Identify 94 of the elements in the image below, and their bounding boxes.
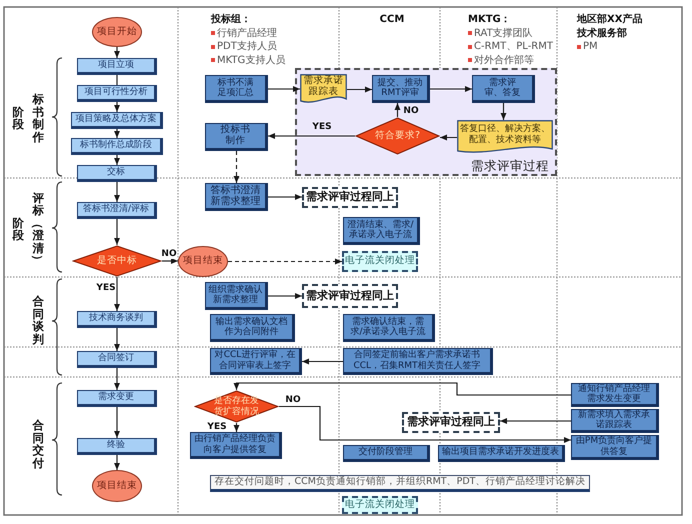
- terminal-ellipse: 项目开始: [92, 17, 142, 47]
- arrow: [162, 258, 178, 264]
- process-box: 标书不满足项汇总: [205, 75, 268, 103]
- arrow: [430, 86, 472, 92]
- lane-title: CCM: [380, 13, 404, 26]
- lane-title: MKTG：: [468, 13, 511, 26]
- decision-diamond: 符合要求?: [355, 117, 440, 155]
- document-shape: 需求承诺跟踪表: [300, 74, 347, 105]
- process-box: 合同签订: [77, 351, 157, 368]
- process-box: 输出项目需求承诺开发进度表: [438, 445, 565, 462]
- process-box: 项目策略及总体方案: [71, 112, 163, 129]
- process-box: 交付阶段管理: [343, 445, 430, 462]
- arrow: [302, 358, 343, 364]
- arrow: [234, 423, 240, 432]
- process-box: 投标书制作: [205, 123, 268, 151]
- edge-label: NO: [284, 395, 302, 405]
- process-region: [295, 68, 557, 176]
- lane-title: 地区部XX产品: [577, 13, 642, 26]
- list-item: 对外合作部等: [474, 54, 534, 66]
- process-box: 由PM负责向客户提供答复: [571, 435, 659, 460]
- list-item: PDT支持人员: [217, 40, 277, 53]
- arrow: [347, 86, 372, 92]
- arrow: [500, 103, 506, 120]
- dashed-box: 需求评审过程同上: [302, 187, 398, 208]
- arrow: [114, 328, 120, 351]
- list-item: 行销产品经理: [217, 26, 277, 40]
- lane-title: 技术服务部: [577, 26, 627, 40]
- arrow: [234, 151, 240, 183]
- list-item: C-RMT、PL-RMT: [474, 40, 553, 53]
- process-box: 项目可行性分析: [77, 85, 157, 102]
- terminal-ellipse: 项目结束: [178, 246, 228, 277]
- arrow: [268, 194, 302, 200]
- process-box: 对CCL进行评审，在合同评审表上签字: [210, 348, 302, 375]
- process-box: 组织需求确认新需求整理: [205, 282, 268, 310]
- arrow: [114, 455, 120, 470]
- process-box: 标书制作总成阶段: [71, 138, 163, 155]
- arrow: [394, 103, 400, 117]
- arrow: [268, 133, 355, 139]
- document-shape: 答复口径、解决方案、配置、技术资料等: [457, 120, 553, 155]
- process-box: 提交、推动RMT评审: [372, 75, 430, 103]
- process-box: 输出需求确认文档作为合同附件: [210, 314, 295, 342]
- process-box: 交标: [77, 165, 157, 182]
- arrow: [114, 219, 120, 245]
- arrow: [234, 382, 571, 396]
- dashed-box: 电子流关闭处理: [342, 496, 418, 514]
- decision-diamond: 是否存在发货扩容情况: [194, 390, 279, 423]
- arrow: [279, 406, 571, 443]
- process-box: 项目立项: [77, 58, 157, 75]
- arrow: [114, 277, 120, 311]
- process-box: 答标书澄清/评标: [77, 202, 157, 219]
- region-title: 需求评审过程: [471, 158, 549, 173]
- arrow: [114, 47, 120, 58]
- arrow: [228, 258, 342, 264]
- edge-label: YES: [95, 283, 117, 293]
- arrow: [114, 155, 120, 165]
- process-box: 合同签定前输出客户需求承诺书CCL，召集RMT相关责任人签字: [343, 348, 493, 375]
- lane-title: 投标组：: [211, 13, 251, 26]
- process-box: 由行销产品经理负责向客户提供答复: [190, 432, 282, 459]
- list-item: RAT支撑团队: [474, 26, 533, 40]
- edge-label: NO: [402, 106, 420, 116]
- dashed-box: 电子流关闭处理: [342, 251, 418, 272]
- arrow: [268, 293, 302, 299]
- list-item: PM: [583, 40, 598, 53]
- process-box: 需求评审、答复: [472, 75, 535, 103]
- process-box: 技术商务谈判: [77, 311, 157, 328]
- arrow: [268, 86, 300, 92]
- edge-label: YES: [311, 122, 333, 132]
- connector-line: [116, 75, 118, 85]
- phase-label: 标书制作阶段: [11, 93, 46, 143]
- process-box: 澄清结束、需求/承诺录入电子流: [343, 217, 420, 245]
- process-box: 通知行销产品经理需求发生变更: [571, 383, 659, 407]
- arrow: [114, 129, 120, 138]
- dashed-box: 需求评审过程同上: [402, 412, 500, 433]
- phase-label: 合同谈判: [31, 295, 46, 345]
- arrow: [114, 102, 120, 112]
- process-box: 需求确认结束，需求/承诺录入电子流: [343, 314, 435, 342]
- list-item: MKTG支持人员: [217, 54, 286, 66]
- phase-label: 合同交付: [31, 419, 46, 469]
- arrow: [114, 182, 120, 202]
- arrow: [500, 418, 571, 424]
- arrow: [114, 368, 120, 390]
- edge-label: NO: [160, 249, 178, 259]
- process-box: 终验: [77, 438, 157, 455]
- edge-label: YES: [206, 422, 228, 432]
- process-box: 需求变更: [77, 390, 157, 407]
- process-box: 新需求填入需求承诺跟踪表: [571, 409, 659, 433]
- arrow: [440, 134, 457, 140]
- terminal-ellipse: 项目结束: [92, 470, 142, 502]
- phase-label: 评标（澄清）阶段: [11, 192, 46, 266]
- arrow: [114, 407, 120, 438]
- note-box: 存在交付问题时，CCM负责通知行销部，并组织RMT、PDT、行销产品经理讨论解决: [210, 475, 590, 492]
- decision-diamond: 是否中标: [72, 245, 162, 277]
- dashed-box: 需求评审过程同上: [302, 284, 398, 308]
- process-box: 答标书澄清新需求整理: [205, 183, 268, 211]
